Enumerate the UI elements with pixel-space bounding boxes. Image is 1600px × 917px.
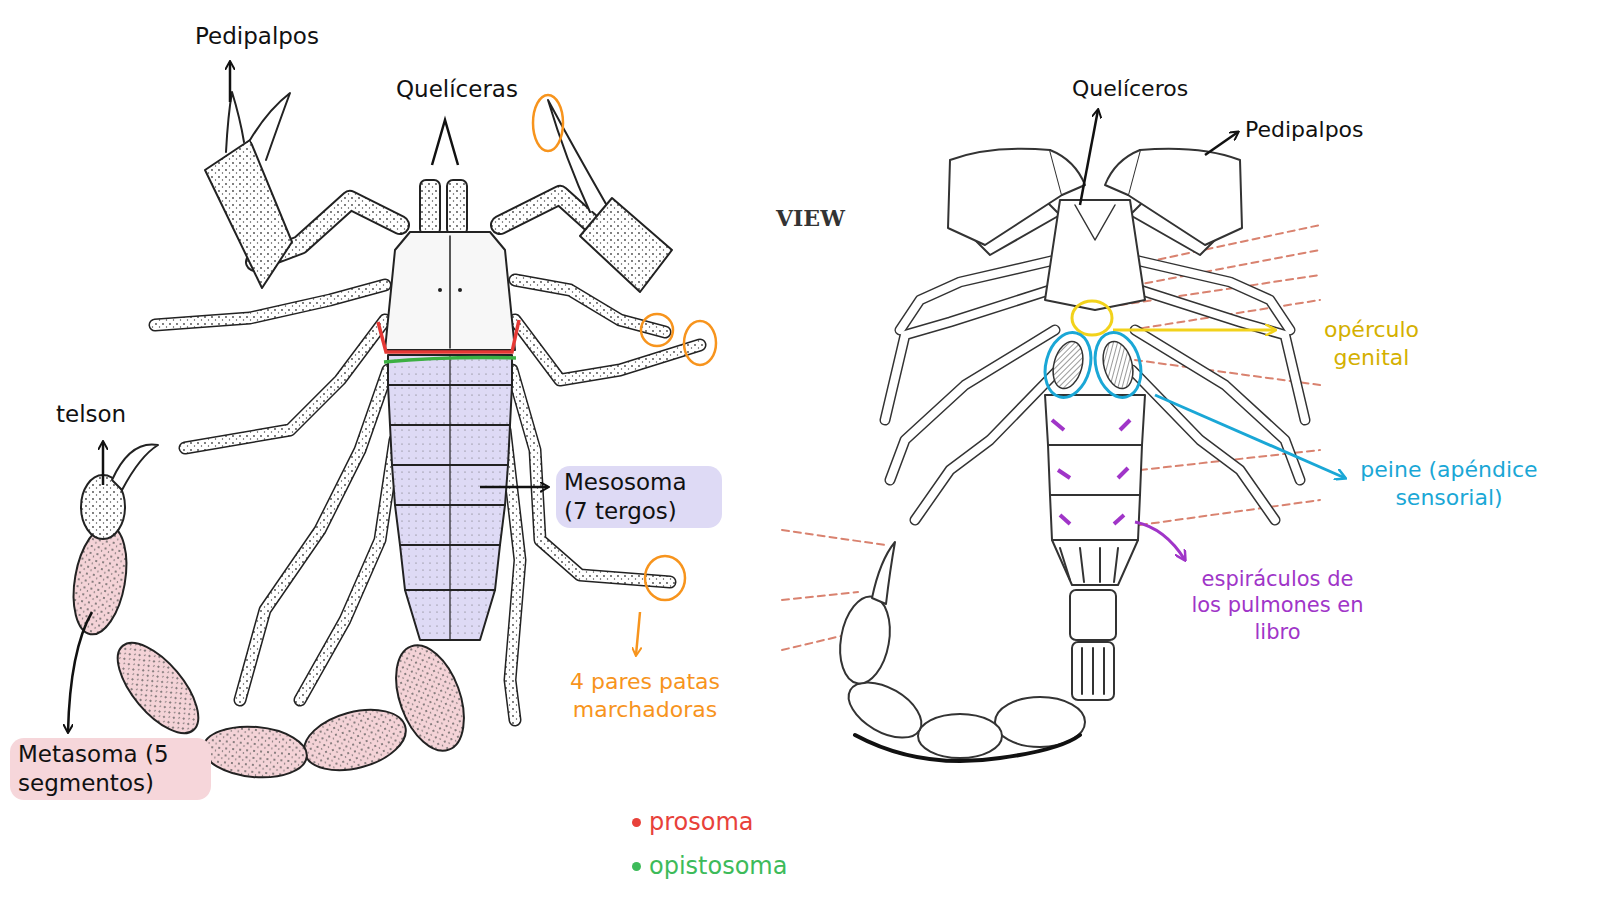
leader-arrow — [1135, 522, 1185, 560]
leader-arrow — [1155, 395, 1345, 478]
tarsus-circle — [684, 321, 716, 365]
part-label: Pedipalpos — [1245, 116, 1425, 144]
tarsus-circle — [645, 556, 685, 600]
telson-drawing — [81, 444, 158, 539]
leader-arrow — [229, 62, 232, 102]
chelicerae — [420, 180, 467, 235]
leader-arrow — [1113, 329, 1275, 332]
mesosoma-tergites — [388, 355, 512, 640]
annotations-left — [68, 62, 716, 732]
part-label: opérculo genital — [1284, 316, 1459, 371]
tarsus-circle — [641, 314, 673, 346]
region-label: Metasoma (5 segmentos) — [10, 738, 211, 800]
legend-text: opistosoma — [649, 852, 787, 880]
operculum-circle — [1072, 301, 1112, 335]
pectines — [1048, 338, 1137, 392]
leader-lines — [432, 120, 458, 165]
leader-arrow — [636, 612, 640, 655]
ventral-metasoma — [834, 542, 1116, 761]
ventral-prosoma — [1045, 200, 1145, 310]
ventral-mesosoma — [1045, 395, 1145, 585]
prosoma-mark — [378, 320, 519, 352]
part-label: peine (apéndice sensorial) — [1354, 456, 1544, 511]
carapace — [385, 232, 515, 350]
leader-arrow — [1080, 110, 1098, 205]
spiracle-marks — [1052, 420, 1130, 524]
part-label: Pedipalpos — [195, 22, 365, 51]
part-label: espiráculos de los pulmones en libro — [1190, 566, 1365, 645]
region-label: Mesosoma (7 tergos) — [556, 466, 722, 528]
legend-text: prosoma — [649, 808, 754, 836]
leader-arrow — [102, 442, 105, 485]
leader-arrow — [68, 612, 92, 732]
legend-item: prosoma — [632, 808, 754, 836]
part-label: telson — [56, 400, 166, 429]
tarsus-circle — [533, 95, 563, 151]
pecten-circle — [1038, 327, 1098, 402]
annotations-right — [1038, 110, 1345, 560]
legend-swatch — [632, 818, 641, 827]
leader-arrow — [1205, 132, 1238, 155]
part-label: Quelíceras — [396, 75, 566, 104]
legend-item: opistosoma — [632, 852, 787, 880]
ventral-scorpion — [782, 149, 1320, 761]
leader-arrow — [480, 486, 548, 489]
opistosoma-mark — [384, 358, 516, 363]
view-caption: VIEW — [776, 205, 896, 233]
part-label: Quelíceros — [1072, 75, 1242, 103]
part-label: 4 pares patas marchadoras — [545, 668, 745, 723]
pecten-circle — [1088, 327, 1148, 402]
legend-swatch — [632, 862, 641, 871]
